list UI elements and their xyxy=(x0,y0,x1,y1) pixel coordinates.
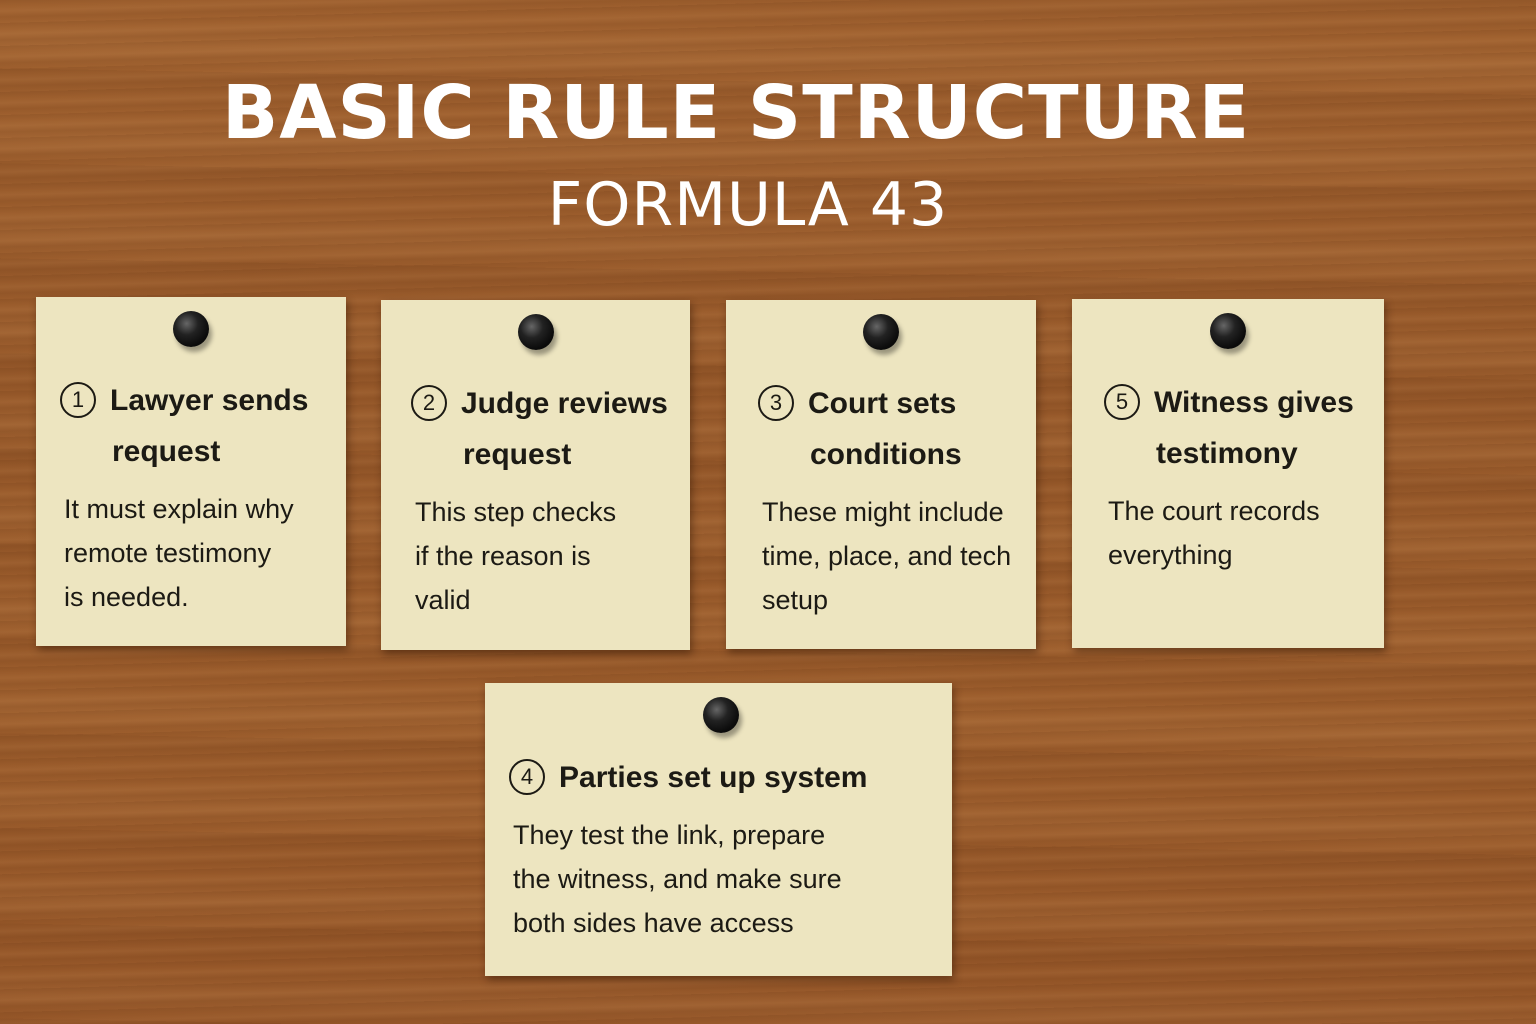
pushpin-icon xyxy=(863,314,899,350)
pushpin-icon xyxy=(1210,313,1246,349)
pushpin-icon xyxy=(173,311,209,347)
body-line: They test the link, prepare xyxy=(513,820,826,850)
note-content: 5 Witness gives testimony The court record… xyxy=(1104,377,1376,577)
heading-line: conditions xyxy=(810,438,962,471)
note-body: It must explain why remote testimony is ne… xyxy=(60,487,338,619)
body-line: both sides have access xyxy=(513,908,794,938)
step-number: 1 xyxy=(60,382,96,418)
heading-line: request xyxy=(463,438,572,471)
note-heading: 3 Court sets conditions xyxy=(758,378,1028,480)
note-content: 2 Judge reviews request This step checks if… xyxy=(411,378,682,622)
note-heading: 4 Parties set up system xyxy=(509,752,944,803)
note-heading: 2 Judge reviews request xyxy=(411,378,682,480)
step-number: 5 xyxy=(1104,384,1140,420)
page-title: BASIC RULE STRUCTURE xyxy=(221,70,1251,156)
note-step-5: 5 Witness gives testimony The court record… xyxy=(1072,299,1384,648)
body-line: if the reason is xyxy=(415,541,591,571)
heading-line: Witness gives xyxy=(1154,386,1354,419)
heading-line: Court sets xyxy=(808,387,957,420)
body-line: is needed. xyxy=(64,582,189,612)
body-line: setup xyxy=(762,585,829,615)
body-line: This step checks xyxy=(415,497,617,527)
body-line: It must explain why xyxy=(64,494,294,524)
body-line: everything xyxy=(1108,540,1233,570)
note-content: 1 Lawyer sends request It must explain why… xyxy=(60,375,338,619)
note-body: This step checks if the reason is valid xyxy=(411,490,682,622)
heading-line: Judge reviews xyxy=(461,387,668,420)
note-heading: 1 Lawyer sends request xyxy=(60,375,338,477)
step-number: 2 xyxy=(411,385,447,421)
body-line: valid xyxy=(415,585,471,615)
body-line: time, place, and tech xyxy=(762,541,1012,571)
note-heading: 5 Witness gives testimony xyxy=(1104,377,1376,479)
note-step-2: 2 Judge reviews request This step checks if… xyxy=(381,300,690,650)
pushpin-icon xyxy=(517,314,554,350)
heading-line: Parties set up system xyxy=(559,761,868,794)
page-subtitle: FORMULA 43 xyxy=(547,170,949,240)
note-body: These might include time, place, and tech… xyxy=(758,490,1028,622)
heading-line: Lawyer sends xyxy=(110,384,309,417)
note-content: 4 Parties set up system They test the lin… xyxy=(509,752,944,945)
note-step-3: 3 Court sets conditions These might includ… xyxy=(726,300,1036,649)
heading-line: request xyxy=(112,435,221,468)
note-step-1: 1 Lawyer sends request It must explain why… xyxy=(36,297,346,646)
body-line: remote testimony xyxy=(64,538,272,568)
note-body: The court records everything xyxy=(1104,489,1376,577)
body-line: the witness, and make sure xyxy=(513,864,842,894)
note-body: They test the link, prepare the witness, … xyxy=(509,813,944,945)
note-content: 3 Court sets conditions These might includ… xyxy=(758,378,1028,622)
heading-line: testimony xyxy=(1156,437,1298,470)
step-number: 3 xyxy=(758,385,794,421)
pushpin-icon xyxy=(703,697,739,733)
step-number: 4 xyxy=(509,759,545,795)
note-step-4: 4 Parties set up system They test the lin… xyxy=(485,683,952,976)
body-line: These might include xyxy=(762,497,1004,527)
body-line: The court records xyxy=(1108,496,1320,526)
